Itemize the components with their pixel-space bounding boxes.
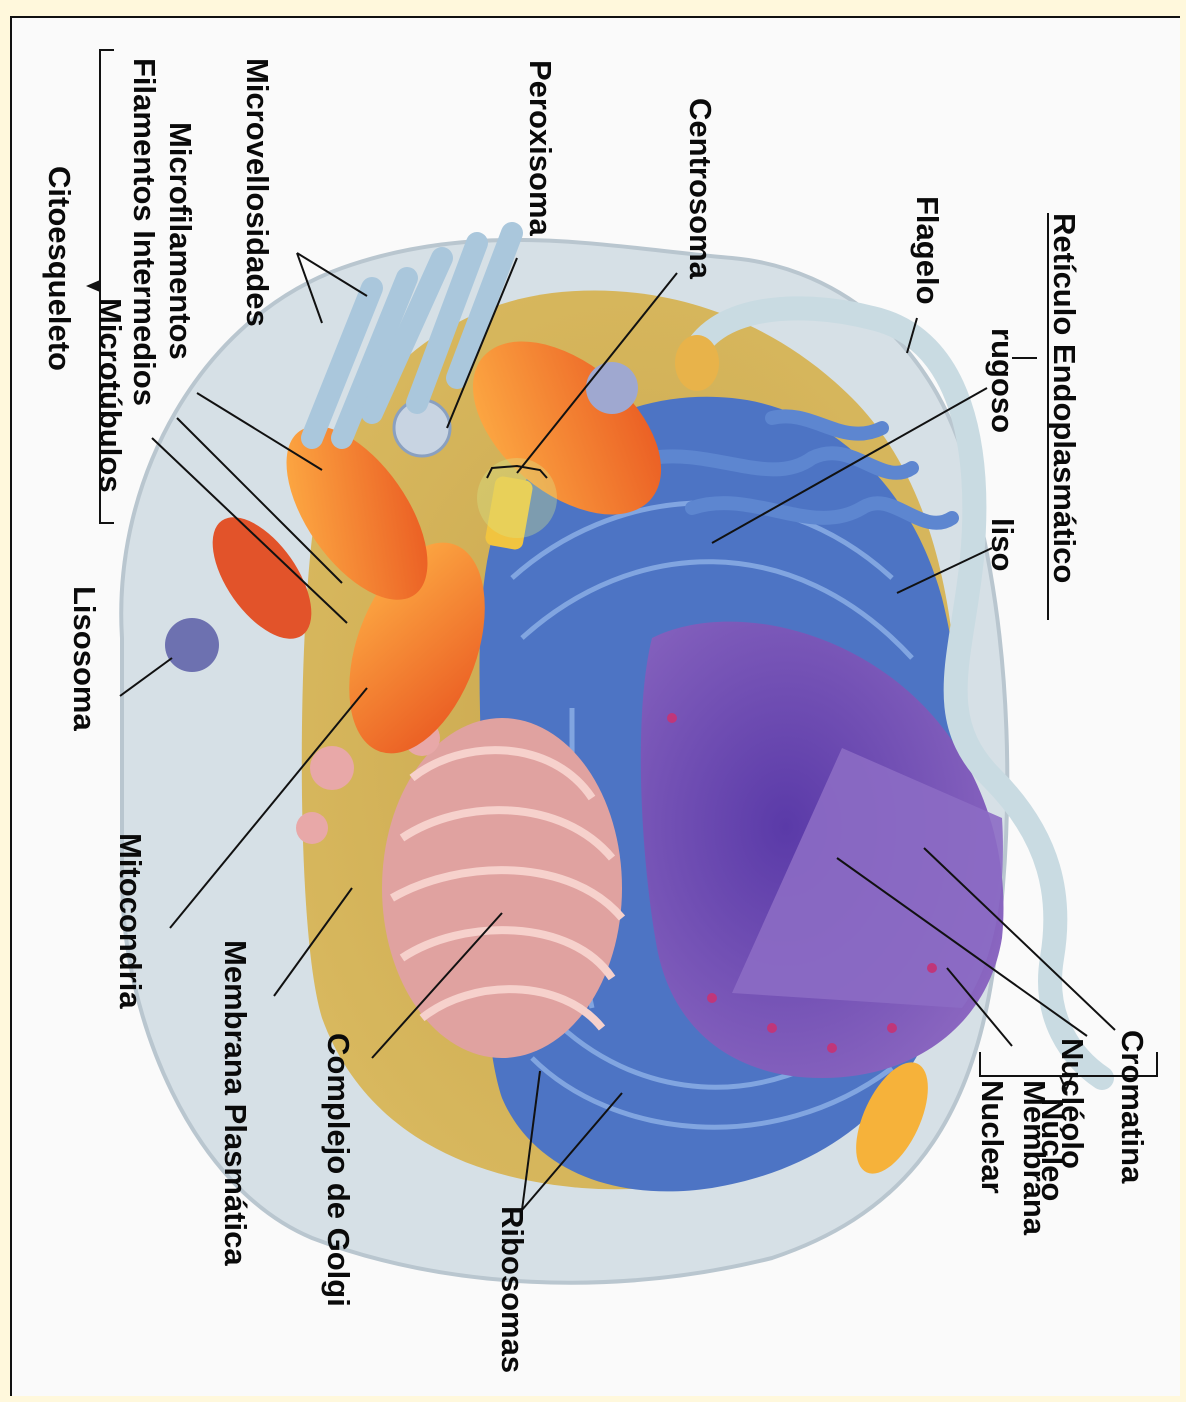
lysosome-shape: [165, 618, 219, 672]
label-ribosomas: Ribosomas: [495, 1206, 530, 1373]
diagram-frame: Retículo Endoplasmático rugoso liso Flag…: [10, 16, 1180, 1396]
label-complejo-golgi: Complejo de Golgi: [321, 1033, 356, 1307]
label-microfilamentos: Microfilamentos: [163, 122, 198, 360]
label-membrana-plasmatica: Membrana Plasmática: [218, 940, 253, 1266]
label-rugoso: rugoso: [985, 328, 1020, 433]
cytoskeleton-bracket-tip: [86, 280, 100, 292]
label-flagelo: Flagelo: [910, 196, 945, 305]
label-nucleolo: Nucléolo: [1055, 1038, 1090, 1169]
label-liso: liso: [985, 518, 1020, 571]
label-microvellosidades: Microvellosidades: [240, 58, 275, 327]
label-microtubulos: Microtúbulos: [93, 298, 128, 493]
label-citoesqueleto: Citoesqueleto: [42, 166, 77, 371]
label-lisosoma: Lisosoma: [67, 586, 102, 731]
cell-illustration: [121, 233, 1102, 1283]
label-mitocondria: Mitocondria: [113, 833, 148, 1009]
label-reticulo: Retículo Endoplasmático: [1047, 213, 1082, 583]
label-peroxisoma: Peroxisoma: [523, 60, 558, 237]
label-membrana: Membrana: [1017, 1080, 1052, 1236]
label-filamentos-intermedios: Filamentos Intermedios: [127, 58, 162, 406]
label-nuclear: Nuclear: [975, 1080, 1010, 1194]
label-cromatina: Cromatina: [1115, 1030, 1150, 1184]
cell-diagram: Retículo Endoplasmático rugoso liso Flag…: [12, 18, 1180, 1396]
label-centrosoma: Centrosoma: [683, 98, 718, 280]
